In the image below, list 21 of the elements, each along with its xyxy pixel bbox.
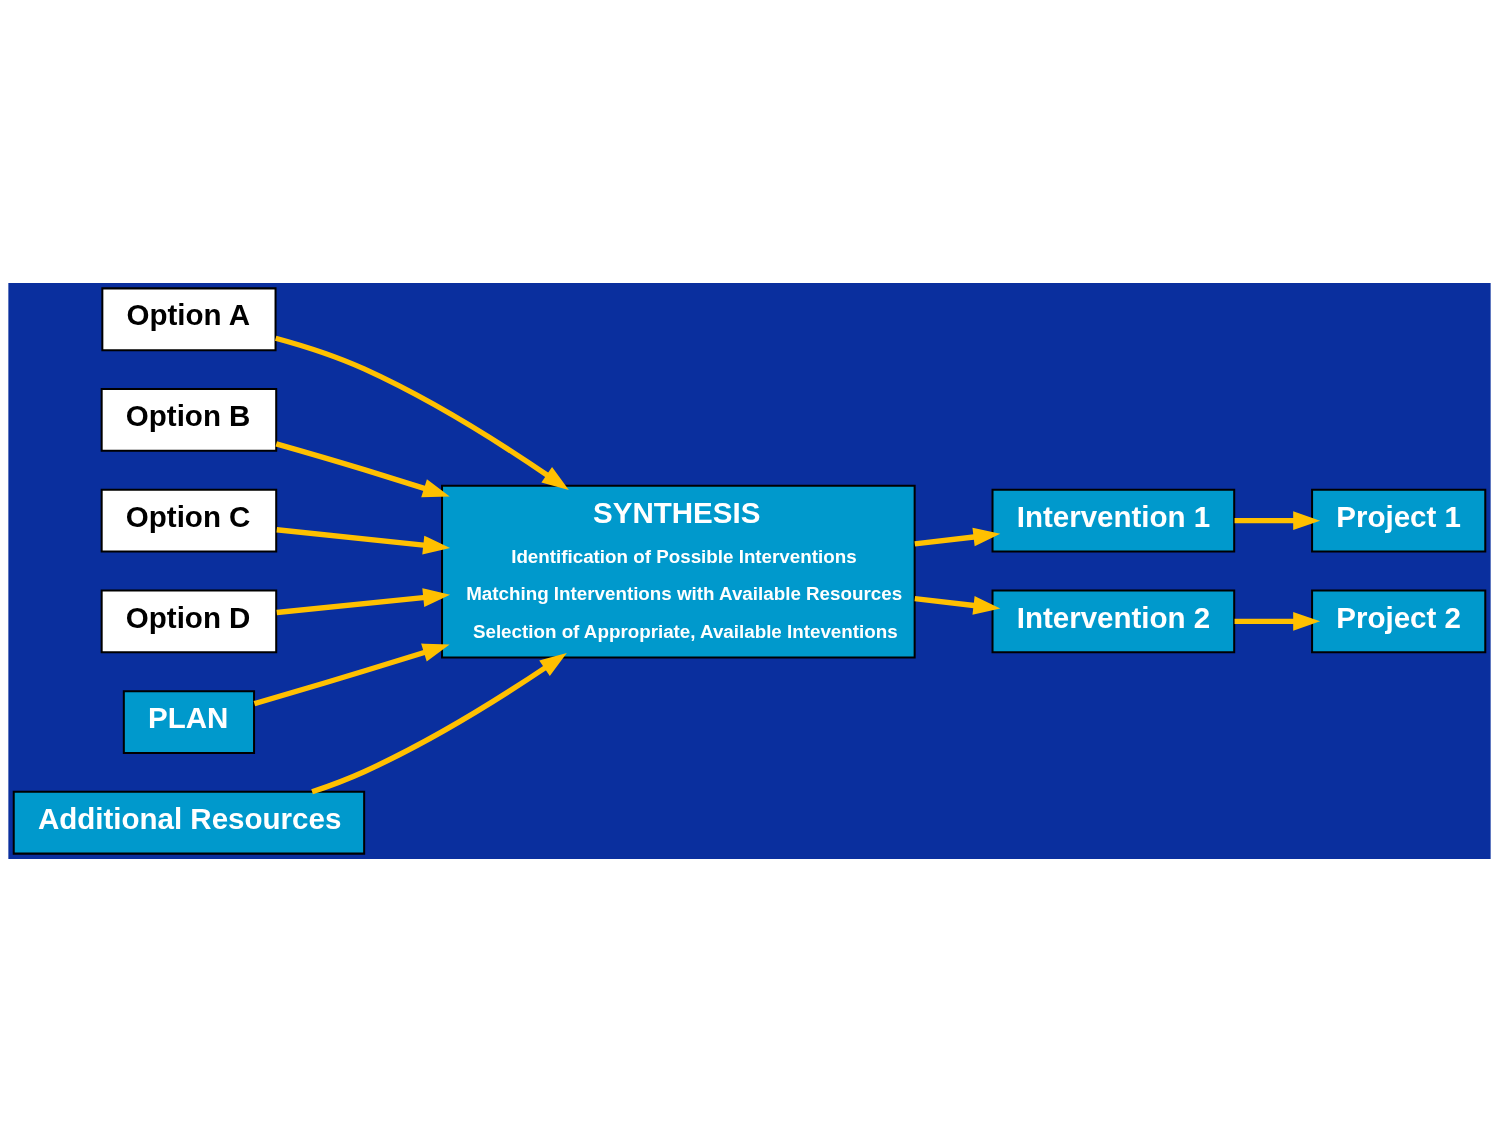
node-box: Option A [101,286,277,351]
node-box: Intervention 2 [991,588,1236,653]
node-box: Project 1 [1311,488,1487,553]
node-box: Project 2 [1311,588,1487,653]
arrow [914,595,1001,615]
arrow [275,440,450,497]
arrow [1234,611,1321,631]
arrow [1234,510,1321,530]
node-box: SYNTHESIS Identification of Possible Interventions Matching Interventions with Available Resources Selection of Appropriate, Available Inteventions [441,484,916,659]
node-box: Option D [100,588,278,653]
node-box: Option C [100,488,278,553]
node-box: Additional Resources [12,790,366,855]
arrow [311,652,567,794]
node-box: Intervention 1 [991,488,1236,553]
arrow [274,335,569,490]
node-box: PLAN [122,689,256,754]
arrow [253,643,450,706]
node-box: Option B [100,387,278,452]
arrow [276,587,451,615]
arrow [276,526,451,554]
arrow [914,527,1001,547]
